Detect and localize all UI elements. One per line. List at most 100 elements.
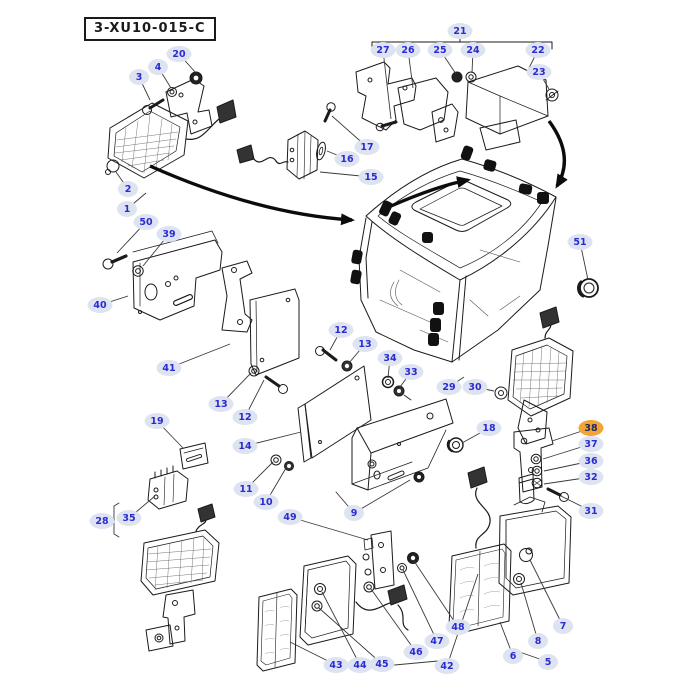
callout-51[interactable]: 51	[567, 234, 593, 250]
callout-1[interactable]: 1	[117, 201, 137, 217]
callout-42[interactable]: 42	[434, 658, 460, 674]
flow-arrows	[149, 119, 568, 226]
callout-17[interactable]: 17	[354, 139, 380, 155]
callout-31[interactable]: 31	[578, 503, 604, 519]
callout-21[interactable]: 21	[447, 23, 473, 39]
callout-39[interactable]: 39	[156, 226, 182, 242]
callout-37[interactable]: 37	[578, 436, 604, 452]
callout-13[interactable]: 13	[352, 336, 378, 352]
svg-text:23: 23	[532, 67, 545, 78]
svg-text:10: 10	[259, 497, 273, 508]
plate-14-drawing	[297, 346, 412, 463]
callout-34[interactable]: 34	[377, 350, 403, 366]
svg-text:36: 36	[584, 456, 598, 467]
leader-line-49	[289, 516, 369, 541]
callout-33[interactable]: 33	[398, 364, 424, 380]
callout-36[interactable]: 36	[578, 453, 604, 469]
callout-46[interactable]: 46	[403, 644, 429, 660]
svg-text:15: 15	[364, 172, 377, 183]
callout-43[interactable]: 43	[323, 657, 349, 673]
callout-11[interactable]: 11	[233, 481, 259, 497]
callout-6[interactable]: 6	[503, 648, 523, 664]
bracket-9-drawing	[351, 398, 464, 491]
arrow-roof-beacon	[390, 176, 471, 208]
svg-text:38: 38	[584, 423, 598, 434]
callout-40[interactable]: 40	[87, 297, 113, 313]
callout-5[interactable]: 5	[538, 654, 558, 670]
callout-44[interactable]: 44	[347, 657, 373, 673]
svg-text:3: 3	[136, 72, 143, 83]
leader-line-48	[413, 560, 459, 628]
svg-text:32: 32	[584, 472, 597, 483]
callout-48[interactable]: 48	[445, 619, 471, 635]
svg-text:50: 50	[139, 217, 153, 228]
arrow-left-lamp-to-cab	[149, 164, 355, 226]
callout-41[interactable]: 41	[156, 360, 182, 376]
svg-text:28: 28	[95, 516, 109, 527]
callout-50[interactable]: 50	[133, 214, 159, 230]
callout-12[interactable]: 12	[232, 409, 258, 425]
svg-text:39: 39	[162, 229, 175, 240]
svg-text:16: 16	[340, 154, 354, 165]
leader-brackets	[113, 491, 439, 669]
svg-text:27: 27	[376, 45, 389, 56]
callout-45[interactable]: 45	[369, 656, 395, 672]
callout-32[interactable]: 32	[578, 469, 604, 485]
callout-10[interactable]: 10	[253, 494, 279, 510]
svg-text:11: 11	[239, 484, 252, 495]
leader-line-45	[318, 607, 383, 665]
callout-26[interactable]: 26	[395, 42, 421, 58]
svg-text:31: 31	[584, 506, 597, 517]
svg-text:48: 48	[451, 622, 465, 633]
svg-text:46: 46	[409, 647, 423, 658]
callout-28[interactable]: 28	[89, 513, 115, 529]
callout-22[interactable]: 22	[525, 42, 551, 58]
callout-18[interactable]: 18	[476, 420, 502, 436]
callout-8[interactable]: 8	[528, 633, 548, 649]
callout-16[interactable]: 16	[334, 151, 360, 167]
svg-text:34: 34	[383, 353, 397, 364]
callout-27[interactable]: 27	[370, 42, 396, 58]
svg-text:13: 13	[358, 339, 371, 350]
svg-text:17: 17	[360, 142, 373, 153]
callout-7[interactable]: 7	[553, 618, 573, 634]
svg-text:25: 25	[433, 45, 446, 56]
lower-left-lamp-drawing	[140, 442, 294, 652]
callout-3[interactable]: 3	[129, 69, 149, 85]
callout-19[interactable]: 19	[144, 413, 170, 429]
svg-text:18: 18	[482, 423, 496, 434]
callout-49[interactable]: 49	[277, 509, 303, 525]
callout-14[interactable]: 14	[232, 438, 258, 454]
svg-text:33: 33	[404, 367, 417, 378]
callout-24[interactable]: 24	[460, 42, 486, 58]
leader-line-47	[402, 569, 438, 642]
callout-13[interactable]: 13	[208, 396, 234, 412]
callout-30[interactable]: 30	[462, 379, 488, 395]
callout-29[interactable]: 29	[436, 379, 462, 395]
svg-text:42: 42	[440, 661, 453, 672]
leader-line-9	[353, 479, 411, 514]
svg-text:14: 14	[238, 441, 252, 452]
leader-line-27	[382, 49, 392, 120]
callout-35[interactable]: 35	[116, 510, 142, 526]
callout-2[interactable]: 2	[118, 181, 138, 197]
callout-47[interactable]: 47	[424, 633, 450, 649]
flasher-unit-drawing	[286, 102, 336, 180]
callout-4[interactable]: 4	[148, 59, 168, 75]
svg-text:12: 12	[334, 325, 347, 336]
callout-9[interactable]: 9	[344, 505, 364, 521]
callout-38-selected[interactable]: 38	[578, 420, 604, 436]
callout-25[interactable]: 25	[427, 42, 453, 58]
leader-line-8	[520, 582, 539, 642]
callout-20[interactable]: 20	[166, 46, 192, 62]
arrow-top-lamp-to-cab	[547, 119, 568, 189]
callout-23[interactable]: 23	[526, 64, 552, 80]
rear-lamp-center-drawing	[256, 530, 419, 672]
svg-text:45: 45	[375, 659, 388, 670]
left-work-lamp-drawing	[105, 71, 289, 179]
callout-15[interactable]: 15	[358, 169, 384, 185]
callout-12[interactable]: 12	[328, 322, 354, 338]
svg-text:37: 37	[584, 439, 597, 450]
